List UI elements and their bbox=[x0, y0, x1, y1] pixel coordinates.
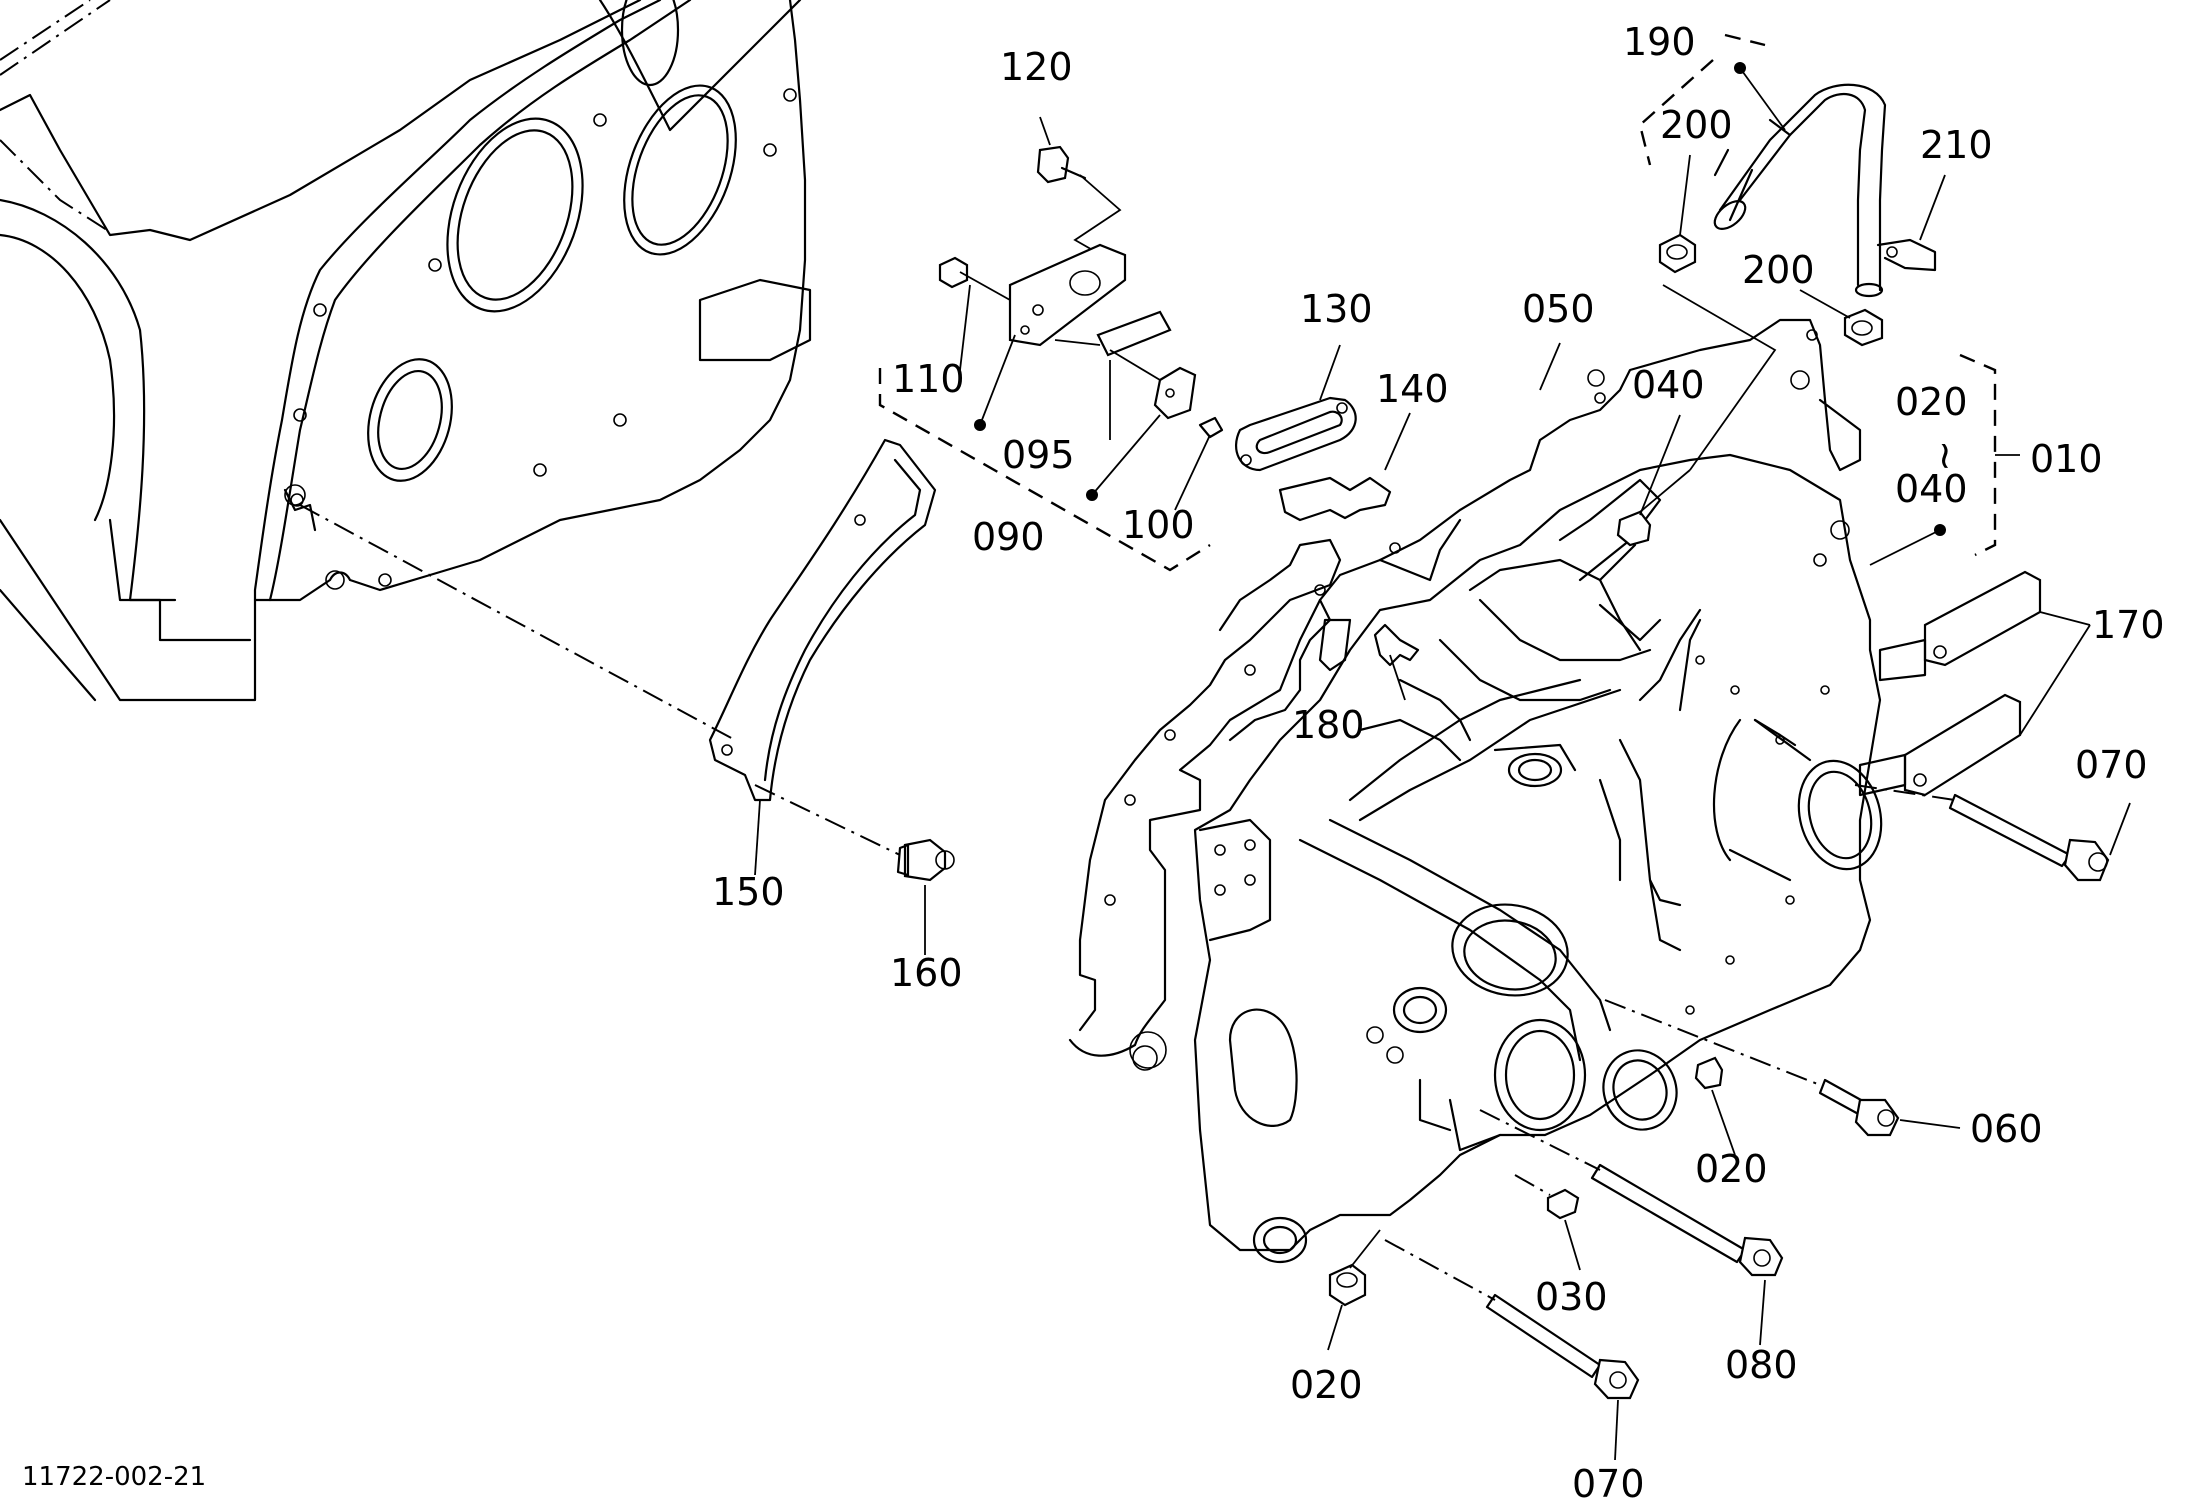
part-040-plug bbox=[1598, 469, 1691, 582]
callout-110: 110 bbox=[892, 357, 965, 401]
callout-010: 010 bbox=[2030, 437, 2103, 481]
part-150-seal-strip bbox=[708, 438, 937, 802]
part-180-clip bbox=[1373, 623, 1420, 667]
alignment-line-160 bbox=[754, 784, 901, 856]
alignment-line-150 bbox=[299, 504, 736, 741]
part-070-bolt-lower bbox=[1384, 1239, 1640, 1400]
part-190-hose-assembly bbox=[1638, 33, 1937, 471]
figure-reference-code: 11722-002-21 bbox=[22, 1462, 206, 1492]
callout-120: 120 bbox=[1000, 45, 1073, 89]
callout-020-a: 020 bbox=[1695, 1147, 1768, 1191]
part-080-bolt bbox=[1479, 1109, 1784, 1277]
callout-090: 090 bbox=[972, 515, 1045, 559]
engine-block-housing bbox=[0, 0, 812, 702]
part-090-assembly bbox=[878, 145, 1224, 572]
part-060-bolt bbox=[1604, 999, 1900, 1137]
callout-060: 060 bbox=[1970, 1107, 2043, 1151]
callout-020-b: 020 bbox=[1290, 1363, 1363, 1407]
leader-lines bbox=[754, 116, 2131, 1461]
gear-case-cover bbox=[1193, 453, 1883, 1264]
part-140-strip bbox=[1278, 476, 1392, 522]
callout-040-range-bottom: 040 bbox=[1895, 467, 1968, 511]
callout-200-b: 200 bbox=[1742, 248, 1815, 292]
callout-210: 210 bbox=[1920, 123, 1993, 167]
part-160-bolt bbox=[896, 838, 955, 882]
part-030-pin bbox=[1514, 1174, 1580, 1220]
callout-030: 030 bbox=[1535, 1275, 1608, 1319]
part-170-plates bbox=[1858, 570, 2091, 797]
callout-095: 095 bbox=[1002, 433, 1075, 477]
part-070-bolt-right bbox=[1854, 784, 2110, 882]
callout-100: 100 bbox=[1122, 503, 1195, 547]
callout-020-range-top: 020 bbox=[1895, 380, 1968, 424]
group-010-dot-leader bbox=[1869, 529, 1941, 566]
part-020-plug-right bbox=[1694, 1056, 1724, 1090]
callout-180: 180 bbox=[1292, 703, 1365, 747]
callout-140: 140 bbox=[1376, 367, 1449, 411]
part-050-gasket bbox=[1068, 318, 1862, 1071]
callout-070-b: 070 bbox=[1572, 1462, 1645, 1503]
callout-130: 130 bbox=[1300, 287, 1373, 331]
callout-080: 080 bbox=[1725, 1343, 1798, 1387]
callout-070-a: 070 bbox=[2075, 743, 2148, 787]
callout-160: 160 bbox=[890, 951, 963, 995]
callout-200-a: 200 bbox=[1660, 103, 1733, 147]
callout-150: 150 bbox=[712, 870, 785, 914]
part-020-bushing-lower bbox=[1328, 1229, 1381, 1307]
callout-170: 170 bbox=[2092, 603, 2165, 647]
part-130-gasket bbox=[1235, 396, 1357, 472]
callout-050: 050 bbox=[1522, 287, 1595, 331]
callout-190: 190 bbox=[1623, 20, 1696, 64]
callout-range-tilde: ~ bbox=[1924, 440, 1968, 472]
callout-040: 040 bbox=[1632, 363, 1705, 407]
